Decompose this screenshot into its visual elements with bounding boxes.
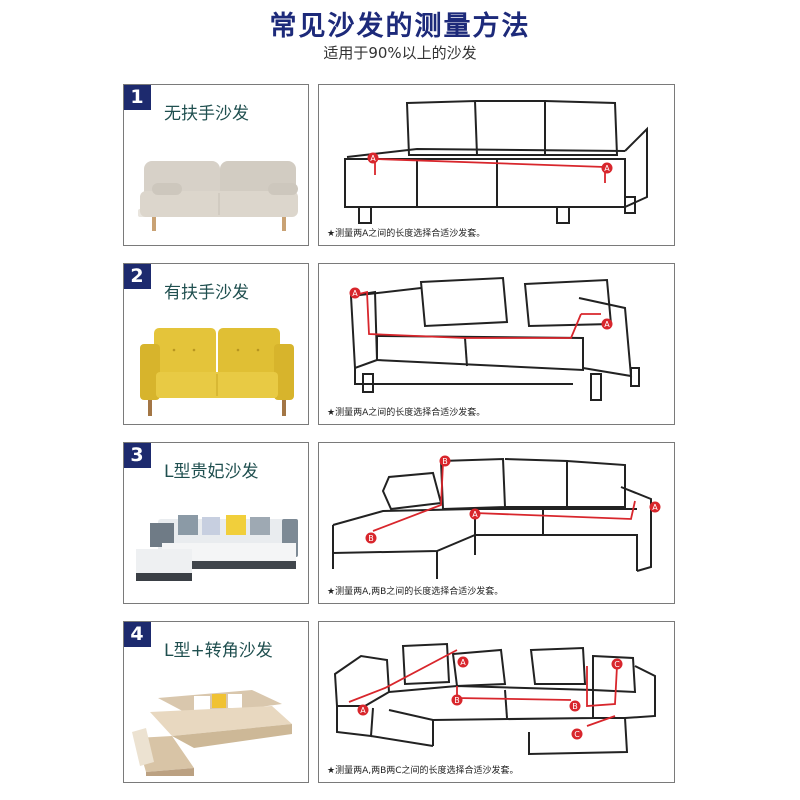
- section-2-marker-1: A: [349, 287, 361, 299]
- section-4-marker-3-label: B: [454, 696, 460, 705]
- section-3-photo-panel: 3 L型贵妃沙发: [123, 442, 309, 604]
- section-2-marker-2: A: [601, 318, 613, 330]
- section-3-marker-2-label: A: [472, 510, 478, 519]
- armless-sofa-photo: [138, 161, 298, 231]
- section-4-marker-2-label: A: [460, 658, 466, 667]
- section-4-marker-6: C: [571, 728, 583, 740]
- section-4-marker-6-label: C: [574, 730, 580, 739]
- section-3-marker-4: A: [649, 501, 661, 513]
- section-2-title: 有扶手沙发: [164, 283, 249, 303]
- armrest-sofa-photo: [140, 328, 294, 416]
- section-1-marker-2: A: [601, 162, 613, 174]
- section-3-marker-3-label: B: [368, 534, 374, 543]
- section-4-note: ★测量两A,两B两C之间的长度选择合适沙发套。: [327, 766, 519, 776]
- armrest-sofa-diagram: A A: [349, 276, 640, 401]
- section-2-note: ★测量两A之间的长度选择合适沙发套。: [327, 408, 486, 418]
- section-4-marker-5: C: [611, 658, 623, 670]
- l-shape-chaise-sofa-photo: [136, 515, 298, 581]
- page-subtitle: 适用于90%以上的沙发: [323, 44, 477, 62]
- section-4-number: 4: [124, 622, 151, 647]
- section-2-number: 2: [124, 264, 151, 289]
- section-1-diagram-panel: A A ★测量两A之间的长度选择合适沙发套。: [318, 84, 675, 246]
- section-1-note: ★测量两A之间的长度选择合适沙发套。: [327, 229, 486, 239]
- section-4-diagram-panel: A A B B C C ★测量两A,两B两C之间的长度选择合适沙发套。: [318, 621, 675, 783]
- l-shape-chaise-sofa-diagram: B A B A: [332, 455, 661, 579]
- section-3-marker-1: B: [439, 455, 451, 467]
- armless-sofa-diagram: A A: [344, 99, 648, 224]
- section-3-marker-4-label: A: [652, 503, 658, 512]
- section-3-marker-2: A: [469, 508, 481, 520]
- section-1-photo-panel: 1 无扶手沙发: [123, 84, 309, 246]
- section-4-marker-4: B: [569, 700, 581, 712]
- section-2-diagram-panel: A A ★测量两A之间的长度选择合适沙发套。: [318, 263, 675, 425]
- section-3-number: 3: [124, 443, 151, 468]
- section-4-marker-1: A: [357, 704, 369, 716]
- section-2-photo-panel: 2 有扶手沙发: [123, 263, 309, 425]
- section-4-photo-panel: 4 L型+转角沙发: [123, 621, 309, 783]
- page-title: 常见沙发的测量方法: [269, 11, 531, 42]
- section-1-number: 1: [124, 85, 151, 110]
- section-3-diagram-panel: B A B A ★测量两A,两B之间的长度选择合适沙发套。: [318, 442, 675, 604]
- section-2-marker-1-label: A: [352, 289, 358, 298]
- section-4-title: L型+转角沙发: [164, 641, 273, 661]
- section-1-marker-1-label: A: [370, 154, 376, 163]
- section-1-title: 无扶手沙发: [164, 104, 249, 124]
- section-2-marker-2-label: A: [604, 320, 610, 329]
- section-3-title: L型贵妃沙发: [164, 462, 259, 482]
- section-3-marker-1-label: B: [442, 457, 448, 466]
- section-4-marker-4-label: B: [572, 702, 578, 711]
- section-1-marker-1: A: [367, 152, 379, 164]
- section-4-marker-3: B: [451, 694, 463, 706]
- section-4-marker-1-label: A: [360, 706, 366, 715]
- section-4-marker-2: A: [457, 656, 469, 668]
- section-3-marker-3: B: [365, 532, 377, 544]
- l-shape-corner-sofa-diagram: A A B B C C: [333, 642, 656, 756]
- section-1-marker-2-label: A: [604, 164, 610, 173]
- section-4-marker-5-label: C: [614, 660, 620, 669]
- section-3-note: ★测量两A,两B之间的长度选择合适沙发套。: [327, 587, 504, 597]
- l-shape-corner-sofa-photo: [132, 690, 292, 776]
